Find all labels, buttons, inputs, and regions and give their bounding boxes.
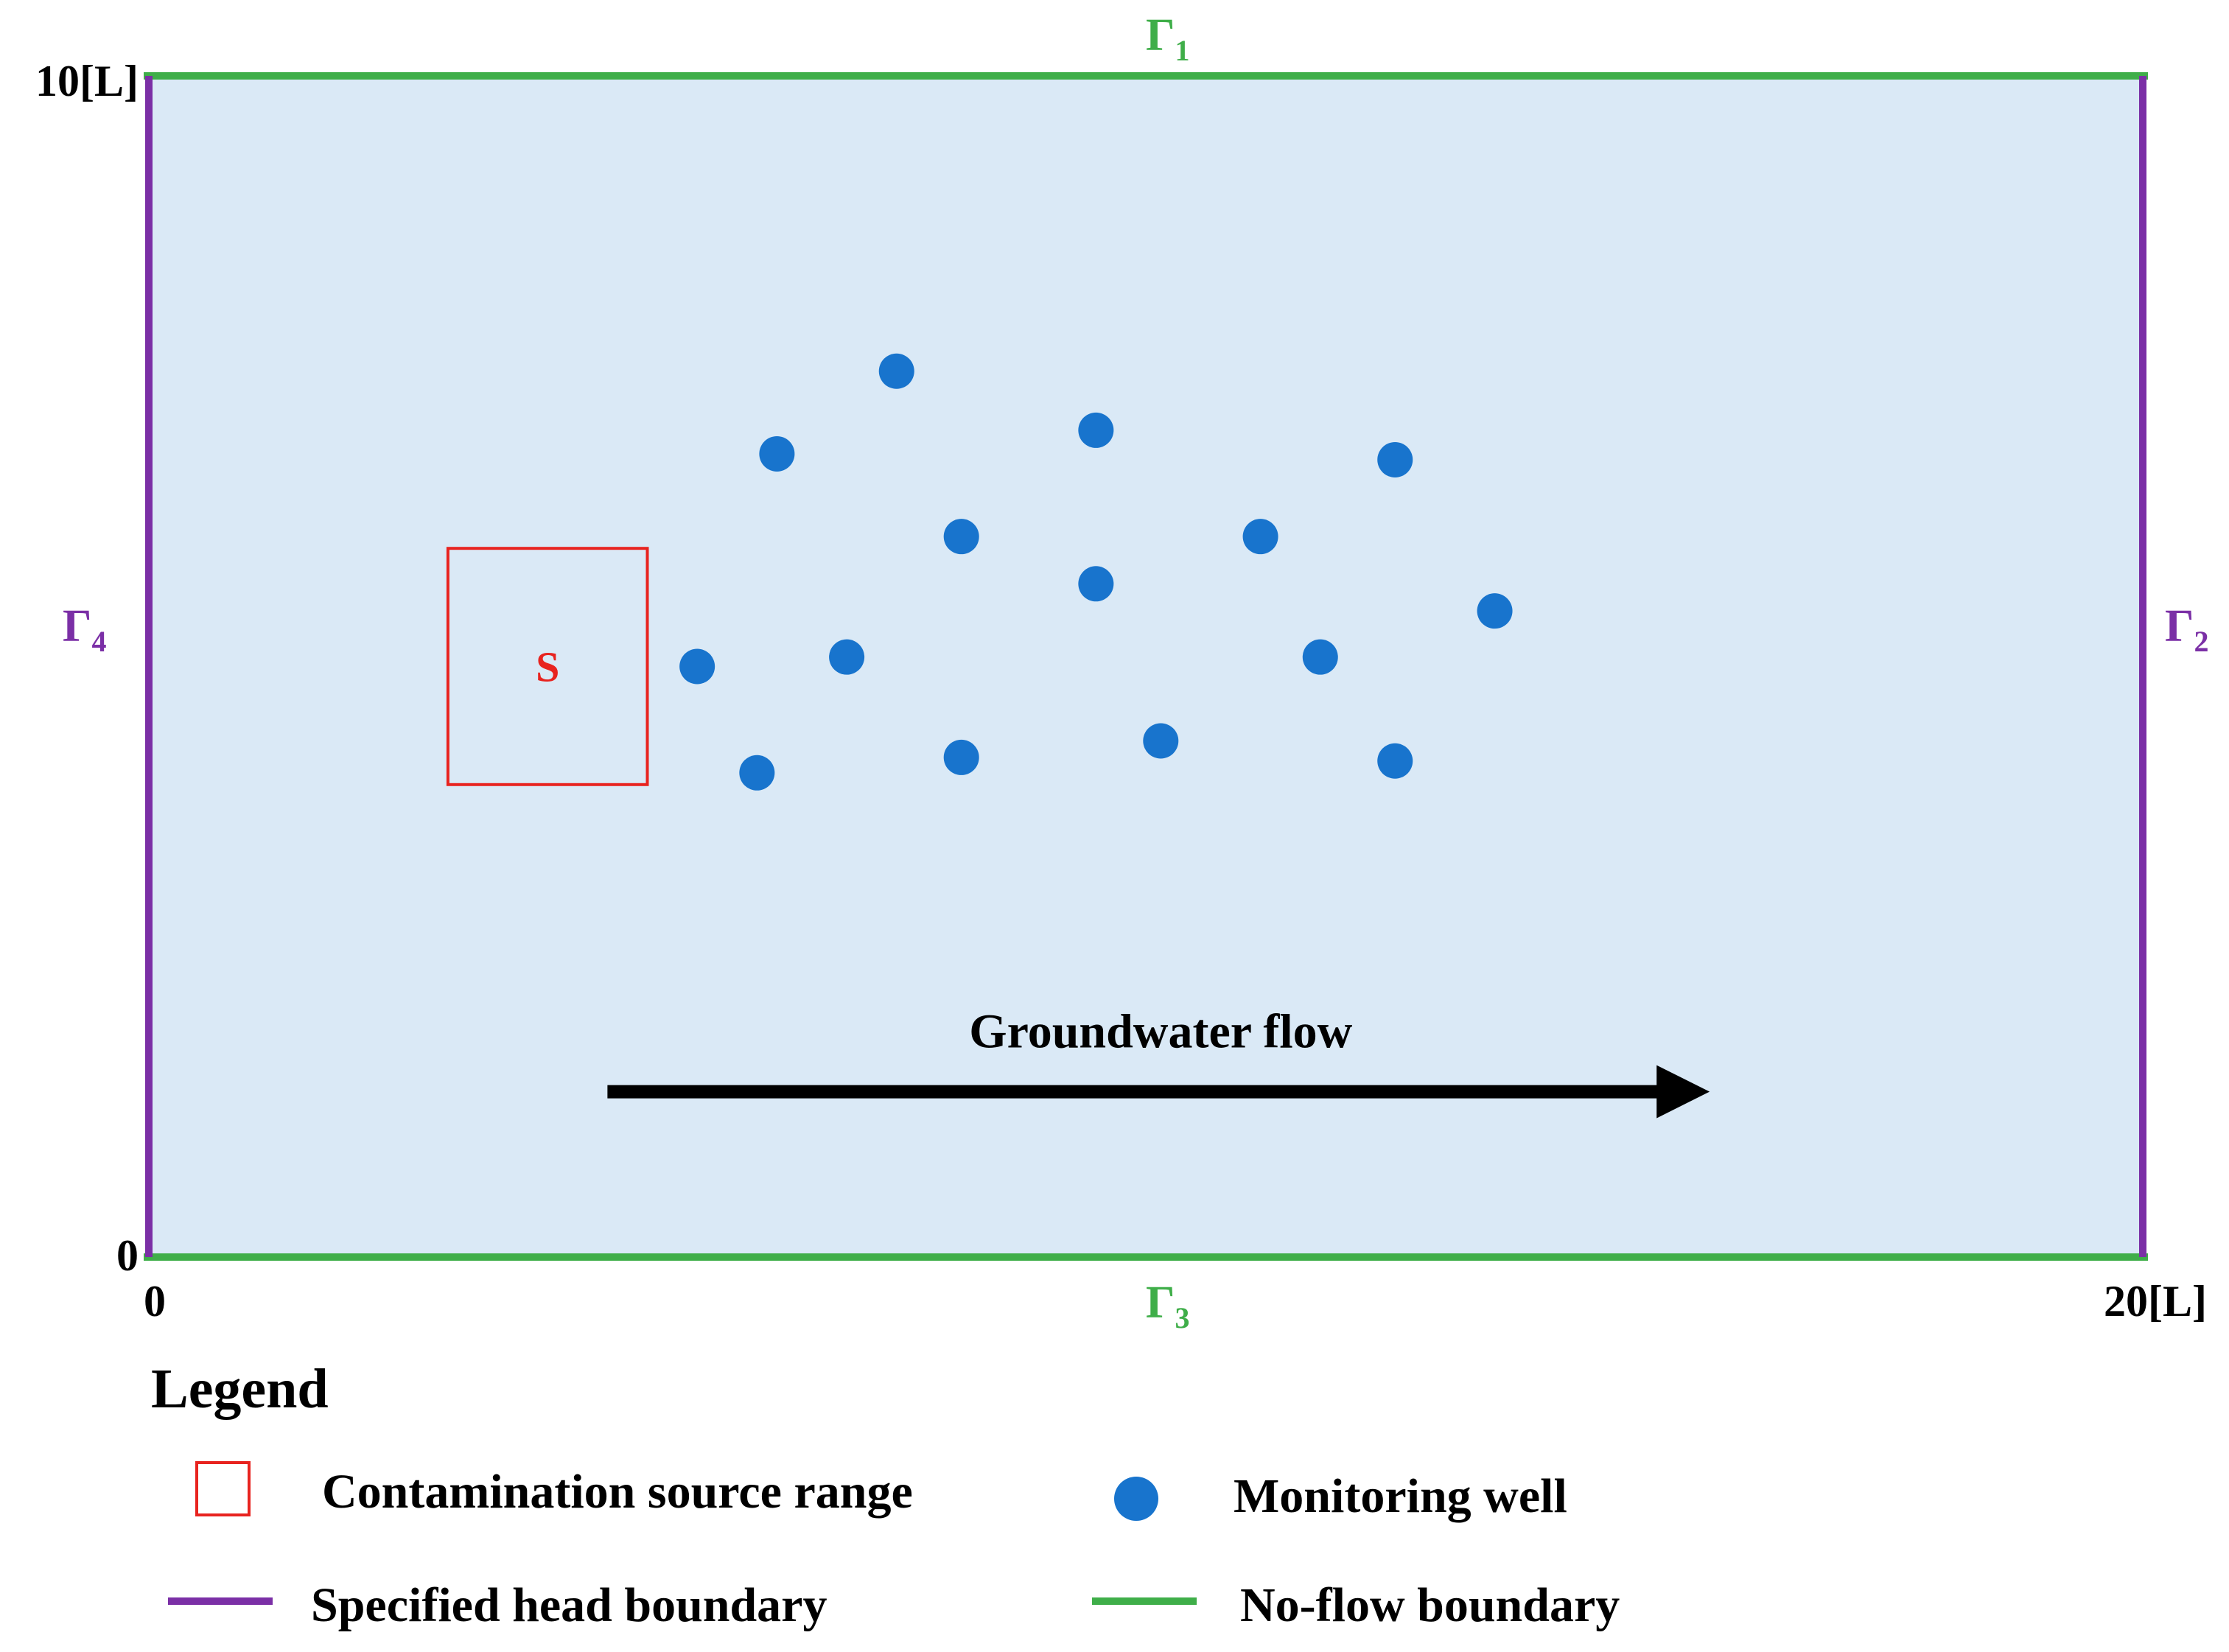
- monitoring-well-8: [1477, 593, 1513, 629]
- gamma-subscript: 4: [91, 625, 106, 658]
- boundary-label-gamma-1: Γ1: [1146, 10, 1189, 67]
- legend-square-symbol: [195, 1461, 251, 1516]
- monitoring-wells: [679, 353, 1513, 791]
- monitoring-well-7: [1078, 566, 1114, 602]
- x-max-label: 20[L]: [2104, 1277, 2207, 1326]
- gamma-subscript: 3: [1175, 1301, 1189, 1334]
- monitoring-well-14: [1143, 723, 1179, 759]
- gamma-symbol: Γ: [2165, 601, 2194, 651]
- contamination-source-box: [446, 547, 649, 786]
- monitoring-well-9: [679, 648, 715, 685]
- boundary-label-gamma-2: Γ2: [2165, 601, 2208, 658]
- y-max-label: 10[L]: [35, 57, 139, 105]
- monitoring-well-12: [739, 755, 775, 791]
- x-min-label: 0: [144, 1277, 166, 1326]
- y-min-label: 0: [116, 1231, 139, 1280]
- monitoring-well-15: [1377, 743, 1413, 779]
- gamma-subscript: 1: [1175, 34, 1189, 67]
- legend-label-no-flow: No-flow boundary: [1240, 1578, 1620, 1632]
- legend-label-source: Contamination source range: [322, 1465, 913, 1519]
- source-label: S: [536, 643, 559, 691]
- gamma-symbol: Γ: [63, 601, 91, 651]
- monitoring-well-1: [878, 353, 914, 389]
- monitoring-well-10: [829, 639, 865, 675]
- boundary-label-gamma-3: Γ3: [1146, 1278, 1189, 1334]
- groundwater-flow-label: Groundwater flow: [969, 1005, 1352, 1059]
- boundary-label-gamma-4: Γ4: [63, 601, 106, 658]
- gamma-subscript: 2: [2194, 625, 2208, 658]
- legend-title: Legend: [151, 1358, 329, 1420]
- monitoring-well-6: [1242, 519, 1278, 555]
- monitoring-well-4: [1377, 441, 1413, 477]
- model-domain: [149, 76, 2143, 1257]
- monitoring-well-11: [1302, 639, 1338, 675]
- legend-label-well: Monitoring well: [1234, 1469, 1567, 1523]
- monitoring-well-13: [943, 739, 979, 775]
- monitoring-well-3: [1078, 412, 1114, 448]
- gamma-symbol: Γ: [1146, 1278, 1175, 1328]
- monitoring-well-5: [943, 519, 979, 555]
- monitoring-well-2: [759, 435, 795, 472]
- gamma-symbol: Γ: [1146, 10, 1175, 60]
- legend-circle-symbol: [1114, 1477, 1158, 1521]
- legend-label-specified-head: Specified head boundary: [311, 1578, 827, 1632]
